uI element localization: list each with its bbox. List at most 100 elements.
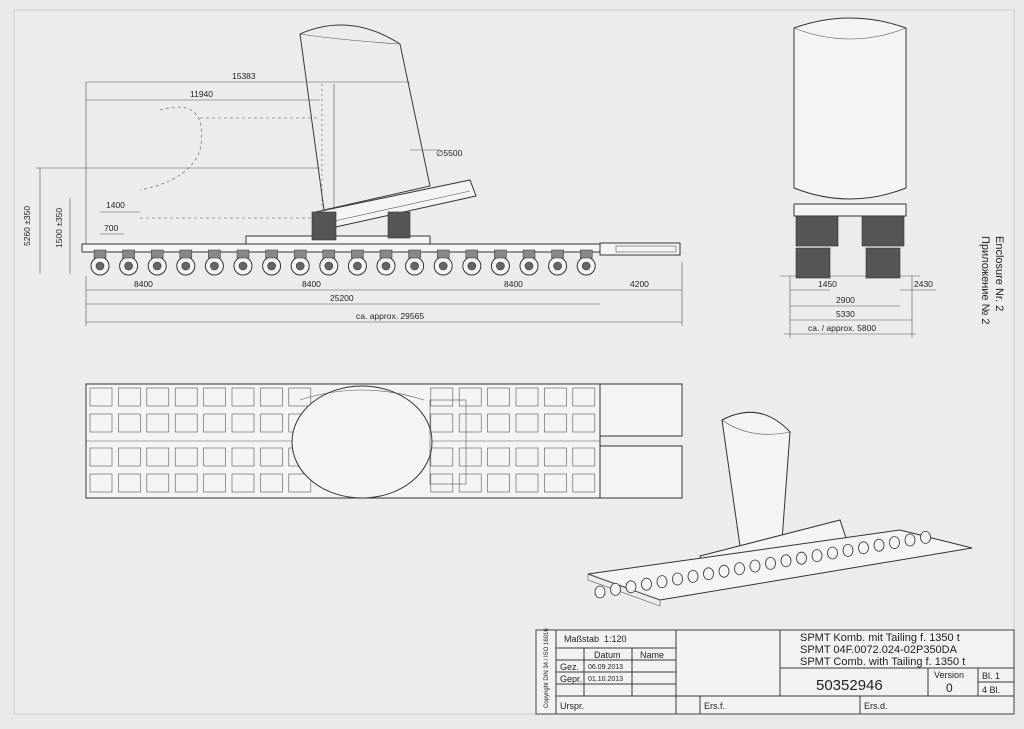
plan-axle-cell xyxy=(89,473,113,493)
dim-11940: 11940 xyxy=(190,89,213,99)
gez-date: 06.09.2013 xyxy=(588,664,623,671)
plan-axle-cell xyxy=(458,413,482,433)
drawing-number: 50352946 xyxy=(816,677,883,694)
iso-wheel xyxy=(904,533,916,547)
dim-5260: 5260 ±350 xyxy=(22,206,32,246)
isometric-view xyxy=(587,411,973,607)
plan-axle-cell xyxy=(118,473,141,493)
dim-8400-c: 8400 xyxy=(504,279,523,289)
iso-wheel xyxy=(718,564,730,578)
plan-axle-cell xyxy=(174,387,198,407)
side-wheel xyxy=(262,249,282,276)
plan-axle-cell xyxy=(231,473,255,493)
plan-axle-cell xyxy=(231,387,255,407)
massstab-label: Maßstab xyxy=(564,634,599,644)
plan-axle-cell xyxy=(231,413,255,433)
iso-wheel xyxy=(610,583,621,596)
plan-axle-cell xyxy=(288,473,312,493)
title-block: Copyright DIN 34 / ISO 16016 Maßstab 1:1… xyxy=(535,628,1015,715)
plan-axle-cell xyxy=(118,413,141,433)
side-wheel xyxy=(405,249,425,276)
iso-wheel xyxy=(920,531,931,544)
sheet-total: 4 Bl. xyxy=(982,685,1000,695)
plan-axle-cell xyxy=(572,447,596,467)
plan-axle-cell xyxy=(544,413,567,433)
plan-axle-cell xyxy=(174,473,198,493)
plan-axle-cell xyxy=(118,387,141,407)
plan-axle-cell xyxy=(430,447,454,467)
plan-axle-cell xyxy=(203,447,226,467)
iso-wheel xyxy=(873,538,885,552)
plan-axle-cell xyxy=(430,387,454,407)
center-platform xyxy=(245,235,431,245)
dim-1400: 1400 xyxy=(106,200,125,210)
plan-axle-cell xyxy=(174,413,198,433)
plan-axle-cell xyxy=(146,473,170,493)
plan-axle-cell xyxy=(146,447,170,467)
plan-axle-cell xyxy=(203,473,226,493)
vessel-side xyxy=(299,24,431,211)
dim-d5500: ∅5500 xyxy=(436,148,463,158)
side-wheel xyxy=(347,249,367,276)
plan-axle-cell xyxy=(515,473,539,493)
side-wheel xyxy=(462,249,482,276)
side-wheel xyxy=(204,249,224,276)
side-wheel xyxy=(576,249,596,276)
spmt-tail xyxy=(599,242,681,256)
dim-4200: 4200 xyxy=(630,279,649,289)
plan-axle-cell xyxy=(203,413,226,433)
vessel-plan xyxy=(291,385,433,499)
version-label: Version xyxy=(934,670,964,680)
side-wheels xyxy=(90,249,596,276)
vessel-end xyxy=(793,17,907,200)
version-value: 0 xyxy=(946,681,953,695)
plan-axle-cell xyxy=(544,387,567,407)
plan-axle-cell xyxy=(487,447,510,467)
tailing-frame xyxy=(311,179,477,241)
side-wheel xyxy=(376,249,396,276)
plan-axle-cell xyxy=(260,473,283,493)
ersd-label: Ers.d. xyxy=(864,701,888,711)
side-wheel xyxy=(176,249,196,276)
dim-29565: ca. approx. 29565 xyxy=(356,311,424,321)
side-wheel xyxy=(433,249,453,276)
iso-wheel xyxy=(687,570,699,583)
plan-axle-cell xyxy=(260,447,283,467)
plan-axle-cell xyxy=(231,447,255,467)
dim-25200: 25200 xyxy=(330,293,354,303)
side-wheel xyxy=(548,249,568,276)
plan-axle-cell xyxy=(458,387,482,407)
plan-axle-cell xyxy=(430,473,454,493)
ersf-label: Ers.f. xyxy=(704,701,725,711)
side-wheel xyxy=(233,249,253,276)
side-wheel xyxy=(519,249,539,276)
plan-axle-cell xyxy=(487,387,510,407)
side-view: 15383 11940 ∅5500 5260 ±350 1500 ±350 14… xyxy=(22,24,683,326)
iso-wheel xyxy=(703,567,714,581)
plan-view xyxy=(85,383,683,499)
title-line-1: SPMT Komb. mit Tailing f. 1350 t xyxy=(800,632,960,644)
dim-1500: 1500 ±350 xyxy=(54,208,64,248)
plan-axle-cell xyxy=(430,413,454,433)
dim-15383: 15383 xyxy=(232,71,256,81)
enclosure-label-ru: Приложение № 2 xyxy=(979,236,991,325)
iso-wheel xyxy=(641,577,652,591)
dim-5800: ca. / approx. 5800 xyxy=(808,323,876,333)
plan-axle-cell xyxy=(89,447,113,467)
plan-axle-cell xyxy=(544,447,567,467)
iso-wheel xyxy=(672,572,683,586)
iso-wheel xyxy=(796,551,807,565)
side-wheel xyxy=(90,249,110,276)
iso-wheel xyxy=(656,575,668,588)
side-wheel xyxy=(490,249,510,276)
iso-wheel xyxy=(765,557,776,570)
gepr-date: 01.10.2013 xyxy=(588,676,623,683)
plan-axle-cell xyxy=(515,387,539,407)
dim-8400-a: 8400 xyxy=(134,279,153,289)
iso-wheel xyxy=(811,549,823,562)
iso-wheel xyxy=(749,559,761,573)
side-wheel xyxy=(147,249,167,276)
plan-axle-cell xyxy=(572,473,596,493)
